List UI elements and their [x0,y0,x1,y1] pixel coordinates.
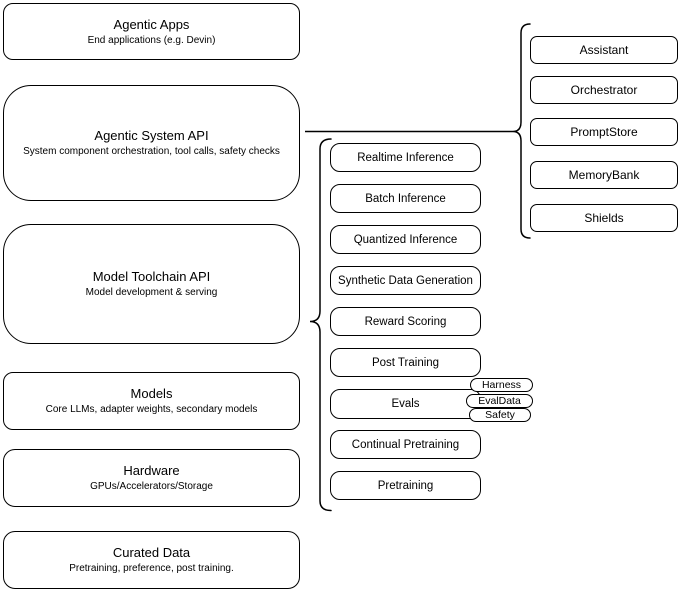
node-label: Continual Pretraining [351,438,460,451]
tag-label: Harness [481,379,522,391]
node-subtitle: End applications (e.g. Devin) [87,34,216,46]
node-label: Reward Scoring [364,315,447,328]
node-label: Batch Inference [365,192,446,205]
node-hardware: Hardware GPUs/Accelerators/Storage [3,449,300,507]
node-memorybank: MemoryBank [530,161,678,189]
tag-harness: Harness [470,378,533,392]
system-components-brace [512,23,531,239]
node-title: Hardware [123,463,180,478]
node-shields: Shields [530,204,678,232]
node-label: Pretraining [377,479,434,492]
tag-evaldata: EvalData [466,394,533,408]
node-models: Models Core LLMs, adapter weights, secon… [3,372,300,430]
node-synthetic-data-generation: Synthetic Data Generation [330,266,481,295]
node-title: Curated Data [112,545,191,560]
node-label: Orchestrator [570,83,638,97]
node-batch-inference: Batch Inference [330,184,481,213]
node-title: Model Toolchain API [92,269,211,284]
node-reward-scoring: Reward Scoring [330,307,481,336]
toolchain-brace [309,138,332,512]
node-subtitle: GPUs/Accelerators/Storage [90,481,213,492]
node-agentic-system-api: Agentic System API System component orch… [3,85,300,201]
node-subtitle: System component orchestration, tool cal… [23,146,280,157]
node-label: Evals [391,398,420,410]
node-assistant: Assistant [530,36,678,64]
node-label: Assistant [579,43,629,57]
node-label: Synthetic Data Generation [338,274,473,287]
node-promptstore: PromptStore [530,118,678,146]
node-quantized-inference: Quantized Inference [330,225,481,254]
node-pretraining: Pretraining [330,471,481,500]
node-orchestrator: Orchestrator [530,76,678,104]
node-label: Quantized Inference [353,233,458,246]
node-post-training: Post Training [330,348,481,377]
node-title: Models [130,386,173,401]
tag-safety: Safety [469,408,531,422]
node-realtime-inference: Realtime Inference [330,143,481,172]
node-evals: Evals [330,389,481,419]
tag-label: Safety [485,409,515,421]
node-label: Post Training [371,356,440,369]
node-title: Agentic Apps [113,16,190,32]
tag-label: EvalData [478,395,521,407]
node-label: Shields [584,211,624,225]
node-label: MemoryBank [568,168,640,182]
node-label: Realtime Inference [357,151,454,164]
node-subtitle: Model development & serving [85,287,218,298]
node-subtitle: Pretraining, preference, post training. [69,563,234,574]
node-curated-data: Curated Data Pretraining, preference, po… [3,531,300,589]
node-subtitle: Core LLMs, adapter weights, secondary mo… [45,404,258,415]
node-model-toolchain-api: Model Toolchain API Model development & … [3,224,300,344]
node-agentic-apps: Agentic Apps End applications (e.g. Devi… [3,3,300,60]
node-title: Agentic System API [94,128,209,143]
node-label: PromptStore [570,125,638,139]
node-continual-pretraining: Continual Pretraining [330,430,481,459]
